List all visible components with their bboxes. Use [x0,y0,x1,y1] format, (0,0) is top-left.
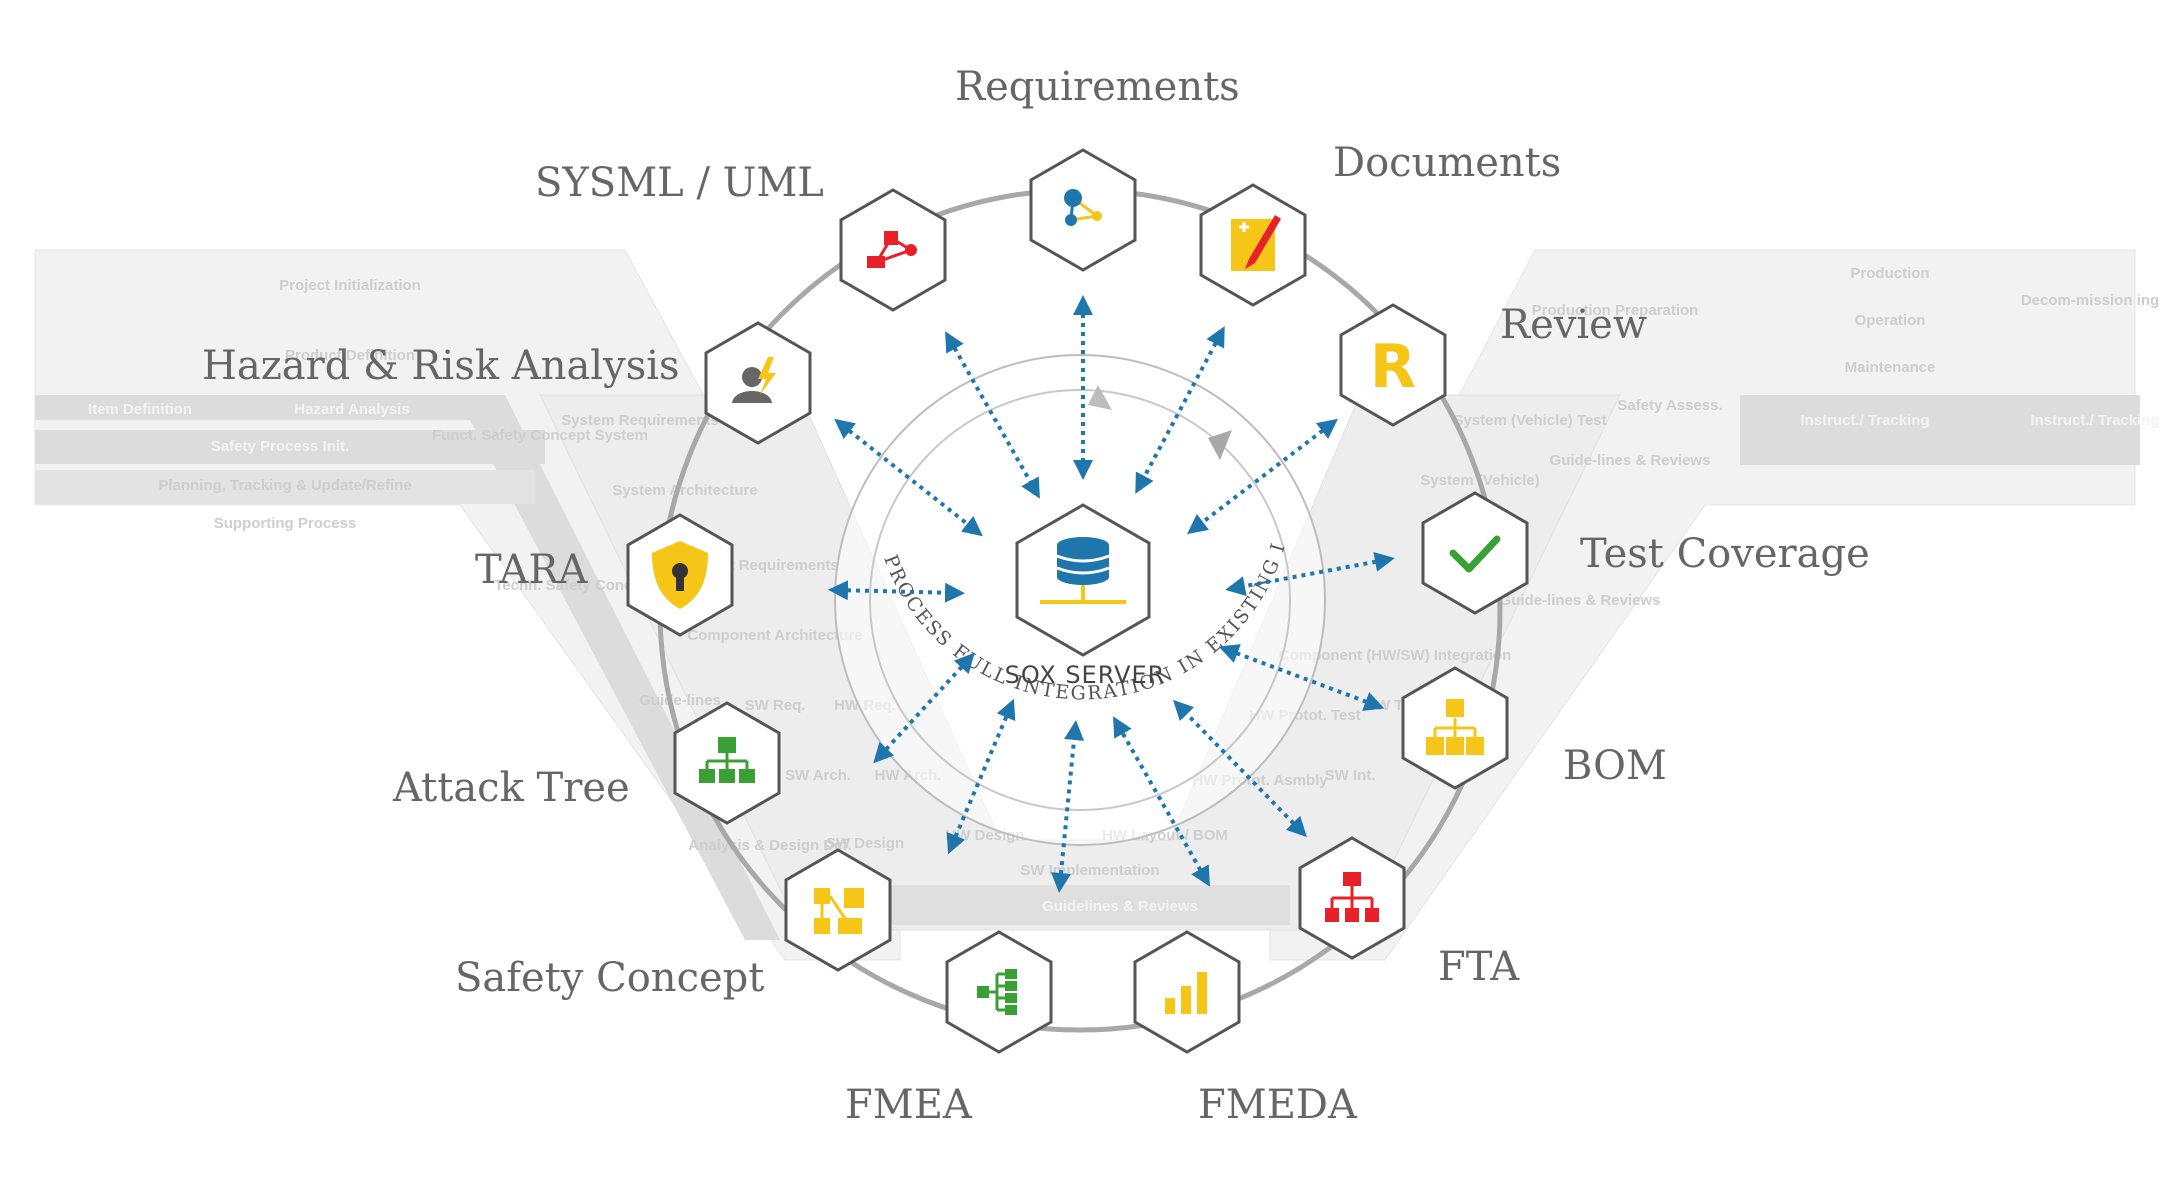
bg-vl-13: Analysis & Design Def. [688,837,851,854]
module-attack-tree[interactable] [673,701,781,825]
bg-left-3: Hazard Analysis [294,401,409,418]
module-hexagon [1421,491,1529,615]
label-test-coverage: Test Coverage [1580,531,1870,577]
bg-left-4: Safety Process Init. [211,438,349,455]
bg-vb-1: SW Implementation [1020,862,1159,879]
label-fmeda: FMEDA [1198,1082,1358,1128]
bar-chart-icon [1165,972,1207,1014]
bg-vl-1: Funct. Safety Concept System [432,427,648,444]
document-pencil-icon [1231,215,1281,271]
cube-hierarchy-icon [1426,699,1484,755]
module-fmea[interactable] [945,930,1053,1054]
bg-vl-9: SW Arch. [785,767,851,784]
bg-vl-5: Component Architecture [687,627,862,644]
tree-list-icon [977,969,1017,1015]
label-bom: BOM [1563,743,1667,789]
connection-arrow-5 [1173,699,1307,838]
network-graph-icon [1064,189,1102,226]
label-fmea: FMEA [845,1082,973,1128]
connection-arrows [828,295,1395,893]
connection-arrow-1 [1135,326,1225,494]
svg-text:R: R [1370,332,1416,402]
server-label: SOX SERVER [1005,661,1166,689]
module-fta[interactable] [1298,836,1406,960]
label-sysml-uml: SYSML / UML [535,160,824,206]
module-review[interactable]: R [1339,303,1447,427]
label-hazard-risk-analysis: Hazard & Risk Analysis [202,343,680,389]
connection-arrow-7 [1051,720,1084,893]
bg-rp-3: Maintenance [1845,359,1936,376]
module-test-coverage[interactable] [1421,491,1529,615]
bg-left-5: Planning, Tracking & Update/Refine [158,477,411,494]
database-icon [1040,537,1126,604]
bg-vr-7: SW Int. [1325,767,1376,784]
bg-vl-6: Guide-lines [639,692,721,709]
bg-vl-2: System Architecture [612,482,757,499]
bg-left-1: Product Definition [285,347,415,364]
person-hazard-icon [732,357,776,403]
bg-left-0: Project Initialization [279,277,421,294]
bg-vr-1: Safety Assess. [1617,397,1722,414]
label-tara: TARA [475,547,588,593]
bg-vr-9: Guide-lines & Reviews [1500,592,1661,609]
bg-vr-2: Guide-lines & Reviews [1550,452,1711,469]
bg-vr-0: System (Vehicle) Test [1453,412,1606,429]
module-hexagon [945,930,1053,1054]
label-review: Review [1500,302,1647,348]
bg-rp-1: Production [1850,265,1929,282]
label-documents: Documents [1333,140,1561,186]
bg-rp-4: Decom-mission ing [2021,292,2159,309]
connection-arrow-9 [873,652,975,764]
connection-arrow-2 [1187,418,1338,535]
bg-rp-2: Operation [1855,312,1926,329]
module-fmeda[interactable] [1133,930,1241,1054]
module-safety-concept[interactable] [784,848,892,972]
flow-diagram-icon [814,888,864,934]
uml-diagram-icon [867,231,917,268]
connection-arrow-8 [946,698,1016,855]
bg-rp-0: Production Preparation [1532,302,1699,319]
module-hazard-risk-analysis[interactable] [704,321,812,445]
module-hexagon [1029,148,1137,272]
checkmark-icon [1449,535,1501,573]
module-hexagon [839,188,947,312]
letter-r-icon: R [1370,332,1416,402]
connection-arrow-12 [945,331,1040,499]
module-hexagon [1339,303,1447,427]
module-tara[interactable] [626,513,734,637]
label-safety-concept: Safety Concept [455,955,764,1001]
shield-lock-icon [652,541,708,609]
sox-server[interactable]: SOX SERVER [1005,503,1166,689]
bg-vl-7: SW Req. [745,697,806,714]
arc-arrow-left-head [1088,385,1112,410]
org-chart-icon [699,737,755,783]
connection-arrow-11 [834,418,983,537]
module-documents[interactable] [1199,183,1307,307]
fault-tree-icon [1325,872,1379,922]
connection-arrow-3 [1225,552,1395,596]
bg-left-6: Supporting Process [214,515,357,532]
module-requirements[interactable] [1029,148,1137,272]
bg-vb-2: Guidelines & Reviews [1042,898,1198,915]
connection-arrow-10 [828,580,965,603]
label-requirements: Requirements [955,64,1240,110]
bg-rp-6: Instruct./ Tracking [2030,412,2159,429]
module-bom[interactable] [1401,666,1509,790]
bg-rp-5: Instruct./ Tracking [1800,412,1929,429]
bg-vl-11: SW Design [826,835,904,852]
connection-arrow-6 [1113,716,1210,887]
bg-vl-0: System Requirements [561,412,719,429]
modules: R [626,148,1529,1054]
label-fta: FTA [1438,944,1520,990]
module-sysml-uml[interactable] [839,188,947,312]
bg-left-2: Item Definition [88,401,192,418]
label-attack-tree: Attack Tree [392,765,630,811]
